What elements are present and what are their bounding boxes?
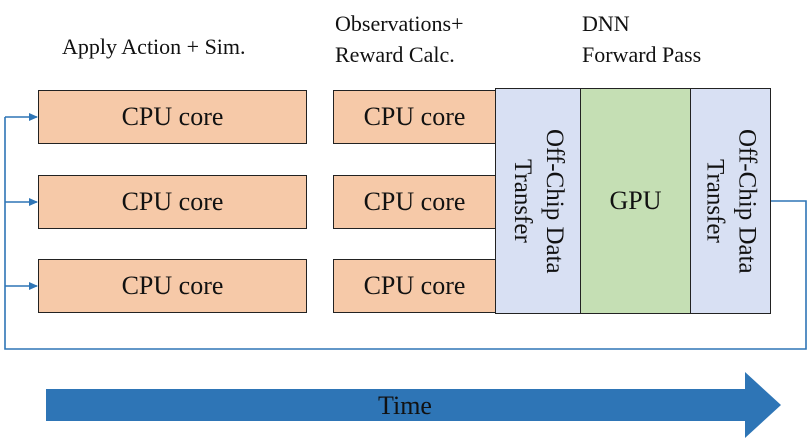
transfer-label-line2: Transfer — [509, 159, 536, 243]
transfer-label-line1: Off-Chip Data — [541, 128, 568, 274]
transfer-label-line1: Off-Chip Data — [733, 128, 761, 274]
feedback-loop-line — [4, 117, 807, 350]
time-arrow — [46, 372, 781, 438]
transfer-block-to-gpu: Off-Chip Data Transfer — [495, 88, 581, 314]
obs-stage-label-line2: Reward Calc. — [335, 42, 455, 67]
transfer-label-line2: Transfer — [701, 159, 729, 243]
sim-cpu-core-3: CPU core — [38, 259, 307, 313]
obs-stage-label-line1: Observations+ — [335, 11, 464, 36]
time-label: Time — [378, 391, 432, 420]
gpu-block: GPU — [580, 88, 691, 314]
transfer-text-2: Off-Chip Data Transfer — [699, 129, 763, 274]
obs-cpu-core-3: CPU core — [333, 259, 496, 313]
dnn-stage-label-line1: DNN — [582, 11, 630, 36]
transfer-block-from-gpu: Off-Chip Data Transfer — [690, 88, 771, 314]
obs-cpu-core-2: CPU core — [333, 175, 496, 229]
obs-cpu-core-1: CPU core — [333, 90, 496, 144]
transfer-text-1: Off-Chip Data Transfer — [506, 129, 570, 274]
sim-cpu-core-1: CPU core — [38, 90, 307, 144]
sim-cpu-core-2: CPU core — [38, 175, 307, 229]
dnn-stage-label-line2: Forward Pass — [582, 42, 702, 67]
sim-stage-label: Apply Action + Sim. — [62, 34, 246, 59]
